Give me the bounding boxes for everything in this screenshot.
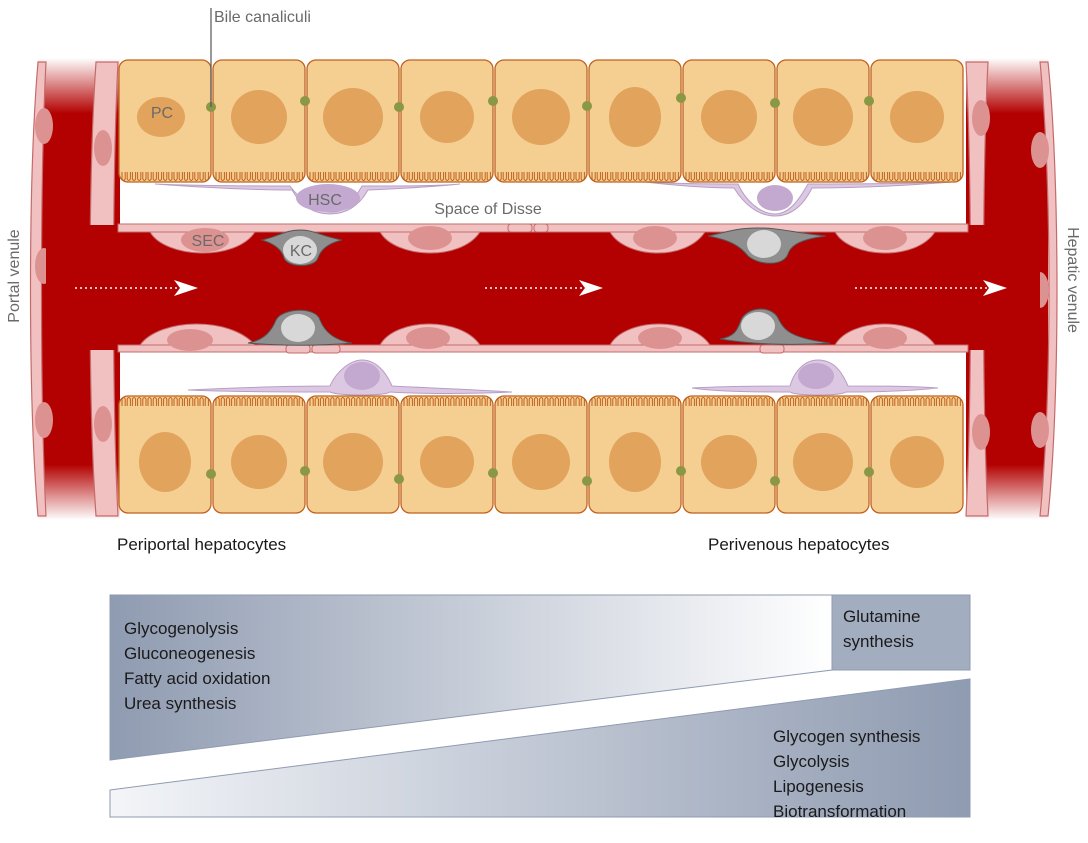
bile-canaliculus — [676, 466, 686, 476]
hepatocyte — [777, 60, 869, 182]
periportal-hepatocytes-label: Periportal hepatocytes — [117, 535, 286, 554]
glutamine-line-1: Glutamine — [843, 607, 920, 626]
hepatocyte-nucleus — [323, 433, 383, 491]
hepatocyte — [683, 60, 775, 182]
hepatocyte — [589, 396, 681, 513]
hepatocyte-nucleus — [231, 435, 287, 489]
hepatocyte-nucleus — [139, 432, 191, 492]
hepatocyte-nucleus — [890, 91, 944, 143]
hepatocyte-nucleus — [512, 89, 570, 145]
function-glycogen-synthesis: Glycogen synthesis — [773, 727, 920, 746]
hepatocyte-nucleus — [890, 436, 944, 488]
bile-canaliculus — [582, 476, 592, 486]
hepatocyte — [871, 396, 963, 513]
function-biotransformation: Biotransformation — [773, 802, 906, 821]
hepatocyte — [307, 396, 399, 513]
hsc-label: HSC — [308, 192, 342, 209]
function-lipogenesis: Lipogenesis — [773, 777, 864, 796]
portal-venule-label: Portal venule — [6, 229, 23, 322]
kc-label: KC — [290, 243, 312, 260]
hepatocyte-row-top — [119, 60, 963, 182]
hepatocyte-nucleus — [420, 436, 474, 488]
hepatocyte-nucleus — [231, 90, 287, 144]
bile-canaliculus — [394, 102, 404, 112]
space-of-disse-label: Space of Disse — [434, 201, 542, 218]
bile-canaliculus — [770, 476, 780, 486]
bile-canaliculus — [488, 96, 498, 106]
hepatocyte-nucleus — [793, 433, 853, 491]
hepatocyte-nucleus — [701, 435, 757, 489]
function-glycogenolysis: Glycogenolysis — [124, 619, 238, 638]
hepatocyte-nucleus — [609, 87, 661, 147]
function-glycolysis: Glycolysis — [773, 752, 850, 771]
hepatocyte — [683, 396, 775, 513]
bile-canaliculus — [676, 93, 686, 103]
hepatocyte — [589, 60, 681, 182]
hepatocyte — [495, 396, 587, 513]
bile-canaliculus — [864, 96, 874, 106]
hepatocyte-nucleus — [609, 432, 661, 492]
bile-canaliculus — [864, 467, 874, 477]
function-fatty-acid-oxidation: Fatty acid oxidation — [124, 669, 270, 688]
function-gluconeogenesis: Gluconeogenesis — [124, 644, 255, 663]
hepatocyte — [871, 60, 963, 182]
bile-canaliculus — [582, 101, 592, 111]
hepatocyte — [213, 396, 305, 513]
pc-label: PC — [151, 105, 173, 122]
hepatocyte-nucleus — [793, 88, 853, 146]
hepatocyte-nucleus — [512, 434, 570, 490]
bile-canaliculus — [300, 466, 310, 476]
function-urea-synthesis: Urea synthesis — [124, 694, 236, 713]
hepatic-venule-label: Hepatic venule — [1064, 227, 1081, 333]
bile-canaliculi-label: Bile canaliculi — [214, 9, 311, 26]
hepatocyte — [213, 60, 305, 182]
hepatocyte — [401, 60, 493, 182]
perivenous-hepatocytes-label: Perivenous hepatocytes — [708, 535, 889, 554]
bile-canaliculus — [770, 98, 780, 108]
hepatocyte-nucleus — [420, 91, 474, 143]
hepatocyte — [307, 60, 399, 182]
hepatocyte — [119, 396, 211, 513]
sec-label: SEC — [192, 233, 225, 250]
bile-canaliculus — [394, 474, 404, 484]
glutamine-line-2: synthesis — [843, 632, 914, 651]
bile-canaliculus — [488, 468, 498, 478]
hepatocyte — [495, 60, 587, 182]
bile-canaliculus — [300, 96, 310, 106]
hepatocyte-row-bottom — [119, 396, 963, 513]
bile-canaliculus — [206, 469, 216, 479]
hepatocyte — [401, 396, 493, 513]
hepatocyte-nucleus — [323, 88, 383, 146]
hepatocyte — [777, 396, 869, 513]
hepatocyte-nucleus — [701, 90, 757, 144]
